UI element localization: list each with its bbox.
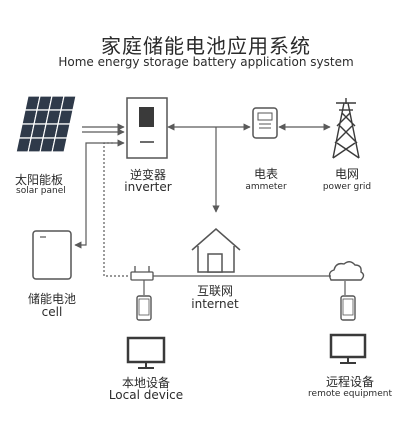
power-grid-label-en: power grid — [322, 182, 372, 192]
local-phone-icon — [136, 295, 152, 321]
cell-label-zh: 储能电池 — [27, 292, 77, 306]
title-zh: 家庭储能电池应用系统 — [101, 34, 311, 58]
power-grid-label-zh: 电网 — [334, 167, 360, 181]
ammeter-label-zh: 电表 — [253, 167, 279, 181]
internet-label-en: internet — [191, 297, 239, 311]
remote-equipment-label-en: remote equipment — [308, 389, 392, 399]
cell-battery-icon — [32, 230, 72, 280]
cloud-icon — [328, 261, 365, 281]
local-monitor-icon — [126, 336, 166, 369]
solar-panel-label-en: solar panel — [16, 186, 66, 196]
title-en: Home energy storage battery application … — [58, 55, 354, 69]
local-device-label-en: Local device — [108, 388, 184, 402]
local-device-label-zh: 本地设备 — [121, 376, 171, 390]
inverter-label-en: inverter — [124, 180, 172, 194]
solar-panel-label-zh: 太阳能板 — [15, 173, 64, 187]
router-icon — [130, 266, 154, 281]
solar-panel-icon — [15, 95, 77, 153]
power-grid-tower-icon — [332, 98, 360, 159]
internet-label-zh: 互联网 — [196, 284, 234, 298]
ammeter-label-en: ammeter — [245, 182, 287, 192]
inverter-label-zh: 逆变器 — [129, 168, 167, 182]
remote-phone-icon — [340, 295, 356, 321]
inverter-icon — [126, 97, 168, 159]
cell-label-en: cell — [41, 305, 63, 319]
remote-monitor-icon — [329, 333, 367, 364]
remote-equipment-label-zh: 远程设备 — [325, 375, 375, 389]
ammeter-icon — [252, 107, 278, 139]
house-icon — [191, 228, 241, 273]
connection-lines — [74, 123, 346, 295]
